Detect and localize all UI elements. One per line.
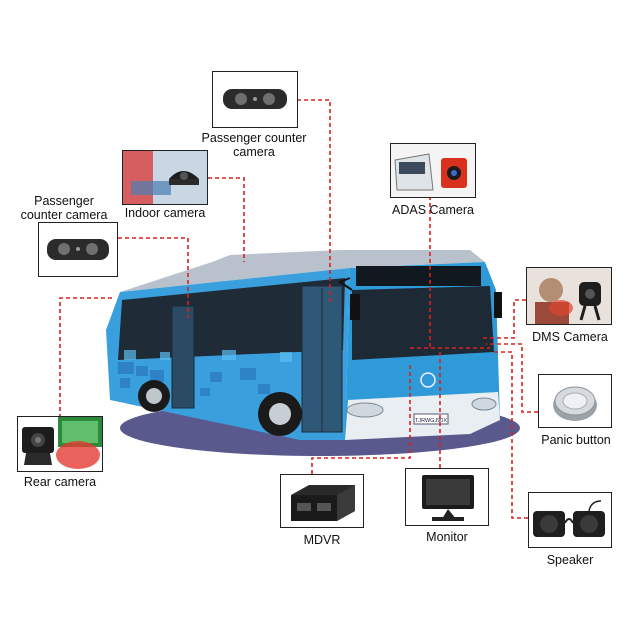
speaker-box <box>528 492 612 548</box>
front-wheel <box>258 392 302 436</box>
wire-passenger-counter-left <box>118 237 189 318</box>
side-pixel-pattern <box>118 362 270 396</box>
indoor-camera-label: Indoor camera <box>124 206 206 220</box>
passenger-counter-left-label: Passenger counter camera <box>20 194 108 222</box>
passenger-counter-top-box <box>212 71 298 128</box>
monitor-box <box>405 468 489 526</box>
passenger-counter-device-icon <box>223 89 287 109</box>
mdvr-box <box>280 474 364 528</box>
dome-camera-icon <box>123 151 207 204</box>
passenger-counter-left-box <box>38 222 118 277</box>
rear-door <box>171 305 195 409</box>
monitor-screen-icon <box>422 475 474 521</box>
indoor-camera-box <box>122 150 208 205</box>
wire-speaker <box>494 351 528 519</box>
panic-button-icon <box>553 386 597 421</box>
left-mirror <box>337 277 353 291</box>
wire-panic-button <box>486 343 538 413</box>
dms-camera-label: DMS Camera <box>532 330 608 344</box>
destination-sign <box>356 266 481 286</box>
wire-mdvr <box>311 364 411 474</box>
mdvr-device-icon <box>291 485 355 521</box>
windshield <box>352 286 494 360</box>
wire-rear-camera <box>59 297 112 418</box>
speaker-label: Speaker <box>546 553 594 567</box>
dms-camera-icon <box>527 268 611 324</box>
rear-camera-icon <box>22 417 102 469</box>
wire-indoor-camera <box>208 177 245 262</box>
right-headlight <box>471 397 497 411</box>
rear-camera-label: Rear camera <box>23 475 97 489</box>
right-mirror <box>494 292 502 318</box>
bus-logo <box>420 372 436 388</box>
monitor-label: Monitor <box>426 530 468 544</box>
passenger-counter-device-icon-2 <box>47 239 109 260</box>
rear-camera-box <box>17 416 103 472</box>
left-headlight <box>346 402 384 418</box>
license-plate-text: TJRWGJ90X <box>415 418 447 424</box>
speaker-pair-icon <box>533 500 605 537</box>
adas-camera-box <box>390 143 476 198</box>
wire-passenger-counter-top <box>297 99 331 302</box>
license-plate <box>413 413 449 425</box>
dms-camera-box <box>526 267 612 325</box>
adas-camera-icon <box>391 144 475 197</box>
adas-camera-label: ADAS Camera <box>392 203 474 217</box>
panic-button-box <box>538 374 612 428</box>
mdvr-label: MDVR <box>303 533 341 547</box>
rear-wheel <box>138 380 170 412</box>
bus-roof <box>120 250 485 292</box>
wire-dms <box>480 299 526 339</box>
panic-button-label: Panic button <box>541 433 611 447</box>
passenger-counter-top-label: Passenger counter camera <box>201 131 307 159</box>
